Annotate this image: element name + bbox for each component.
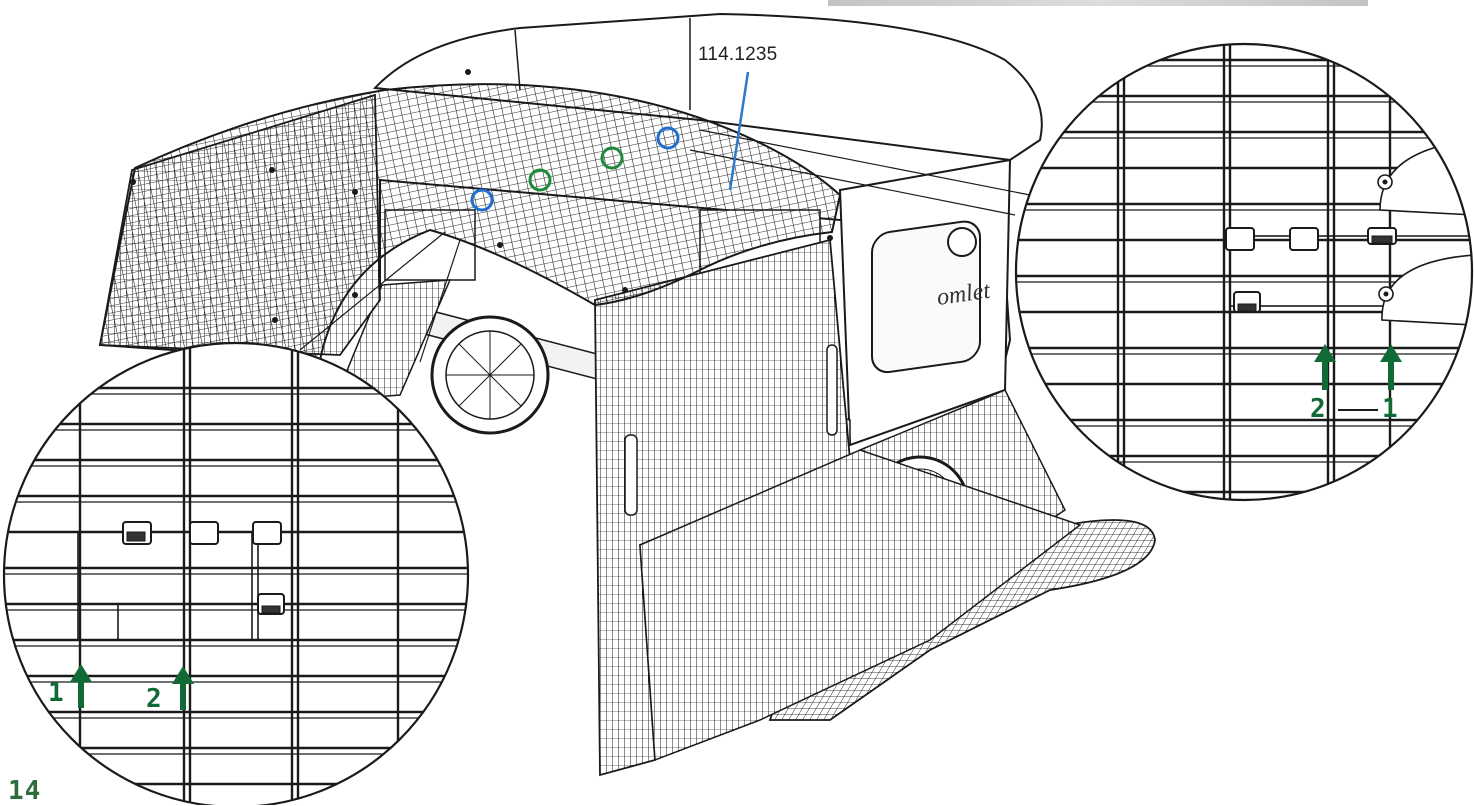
mesh-roof bbox=[98, 83, 842, 362]
part-number-leader bbox=[728, 71, 750, 191]
zoom-detail-left bbox=[2, 341, 470, 805]
part-number-label: 114.1235 bbox=[698, 44, 778, 65]
roof-fixings bbox=[130, 167, 833, 323]
header-strip bbox=[828, 0, 1368, 6]
clip-green-icon bbox=[528, 146, 624, 192]
step-number: 14 bbox=[8, 776, 42, 806]
arrow-label-left-1: 1 bbox=[48, 678, 64, 708]
arrow-up-icon bbox=[1314, 344, 1402, 390]
clip-blue-icon bbox=[470, 126, 680, 212]
zoom-guide-lines bbox=[299, 129, 1031, 363]
arrow-label-right-2: 2 bbox=[1310, 394, 1326, 424]
arrow-label-right-1: 1 bbox=[1382, 394, 1398, 424]
zoom-detail-right bbox=[1014, 42, 1474, 502]
arrow-label-left-2: 2 bbox=[146, 684, 162, 714]
arrow-up-icon bbox=[70, 664, 194, 710]
